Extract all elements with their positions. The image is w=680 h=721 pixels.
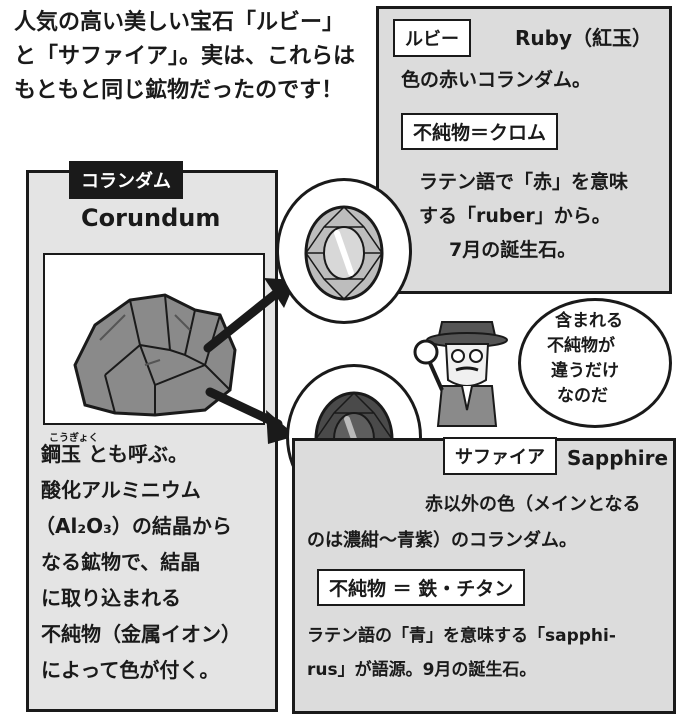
ruby-impurity-box: 不純物＝クロム xyxy=(401,113,559,150)
corundum-english-name: Corundum xyxy=(81,204,221,232)
ruby-etymology-line-2: する「ruber」から。 xyxy=(419,205,611,227)
corundum-panel: コランダム Corundum こうぎょく 鋼玉 とも呼ぶ。 酸化アルミニウム （… xyxy=(26,161,278,712)
corundum-line-1: 鋼玉 とも呼ぶ。 xyxy=(41,442,188,466)
detective-speech-bubble: 含まれる 不純物が 違うだけ なのだ xyxy=(518,298,672,428)
sapphire-line-3: ラテン語の「青」を意味する「sapphi- xyxy=(307,626,616,646)
detective-icon xyxy=(413,321,508,427)
ruby-gem-icon xyxy=(304,205,384,301)
arrow-to-sapphire xyxy=(205,387,296,444)
sapphire-line-4: rus」が語源。9月の誕生石。 xyxy=(307,660,537,680)
corundum-line-3: （Al₂O₃）の結晶から xyxy=(35,514,232,538)
corundum-line-7: によって色が付く。 xyxy=(41,658,220,682)
speech-line-3: 違うだけ xyxy=(551,361,619,381)
intro-line-3: もともと同じ鉱物だったのです！ xyxy=(14,78,344,103)
corundum-rock-icon xyxy=(73,293,237,417)
sapphire-impurity-box: 不純物 ＝ 鉄・チタン xyxy=(317,569,526,606)
sapphire-line-1: 赤以外の色（メインとなる xyxy=(425,494,641,515)
corundum-line-4: なる鉱物で、結晶 xyxy=(41,550,201,574)
speech-line-2: 不純物が xyxy=(547,336,615,356)
ruby-description: 色の赤いコランダム。 xyxy=(401,69,592,91)
speech-line-1: 含まれる xyxy=(555,311,623,331)
ruby-etymology-line-1: ラテン語で「赤」を意味 xyxy=(419,171,629,193)
corundum-line-6: 不純物（金属イオン） xyxy=(41,622,241,646)
sapphire-tag: サファイア xyxy=(443,437,557,475)
corundum-line-2: 酸化アルミニウム xyxy=(41,478,201,502)
corundum-reading: こうぎょく xyxy=(49,433,99,444)
speech-line-4: なのだ xyxy=(557,386,608,406)
sapphire-line-2: のは濃紺～青紫）のコランダム。 xyxy=(307,530,577,551)
sapphire-panel: サファイア Sapphire 赤以外の色（メインとなる のは濃紺～青紫）のコラン… xyxy=(292,437,676,714)
intro-text: 人気の高い美しい宝石「ルビー」 と「サファイア」。実は、これらは もともと同じ鉱… xyxy=(14,6,374,108)
intro-line-2: と「サファイア」。実は、これらは xyxy=(14,44,356,69)
corundum-line-5: に取り込まれる xyxy=(41,586,181,610)
sapphire-english-name: Sapphire xyxy=(567,446,669,470)
ruby-gem-circle xyxy=(276,178,412,324)
ruby-english-name: Ruby（紅玉） xyxy=(515,26,652,50)
ruby-panel: ルビー Ruby（紅玉） 色の赤いコランダム。 不純物＝クロム ラテン語で「赤」… xyxy=(376,6,672,294)
corundum-tag: コランダム xyxy=(69,161,183,199)
intro-line-1: 人気の高い美しい宝石「ルビー」 xyxy=(14,10,345,35)
ruby-birthstone: 7月の誕生石。 xyxy=(449,239,577,261)
ruby-tag: ルビー xyxy=(393,19,471,57)
